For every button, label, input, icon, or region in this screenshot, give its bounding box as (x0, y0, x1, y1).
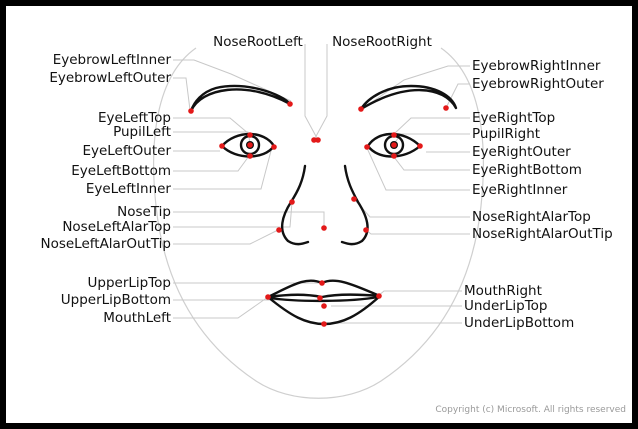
label-nose-right-alar-out-tip: NoseRightAlarOutTip (472, 226, 613, 242)
landmark-pupil-left (247, 142, 253, 148)
landmark-points (188, 101, 449, 327)
diagram-frame: NoseRootLeft NoseRootRight EyebrowLeftIn… (6, 6, 632, 423)
landmark-eyebrow-right-inner (358, 106, 364, 112)
landmark-mouth-left (265, 294, 271, 300)
landmark-eyebrow-left-outer (188, 108, 194, 114)
landmark-eye-right-inner (364, 144, 370, 150)
landmark-nose-right-alar-top (351, 196, 357, 202)
label-nose-left-alar-top: NoseLeftAlarTop (62, 219, 171, 235)
face-outline (154, 48, 484, 398)
label-eyebrow-left-inner: EyebrowLeftInner (53, 52, 172, 68)
label-mouth-right: MouthRight (464, 283, 542, 299)
label-under-lip-top: UnderLipTop (464, 298, 548, 314)
label-eye-right-inner: EyeRightInner (472, 182, 568, 198)
copyright-notice: Copyright (c) Microsoft. All rights rese… (435, 405, 626, 415)
landmark-eye-left-inner (271, 144, 277, 150)
face-landmarks-diagram: NoseRootLeft NoseRootRight EyebrowLeftIn… (6, 6, 632, 423)
landmark-nose-root-right (311, 137, 317, 143)
landmark-under-lip-bottom (321, 321, 327, 327)
label-pupil-right: PupilRight (472, 126, 540, 142)
landmark-upper-lip-top (319, 280, 325, 286)
nose-left-side (282, 166, 308, 244)
label-eye-right-outer: EyeRightOuter (472, 144, 571, 160)
label-nose-tip: NoseTip (117, 204, 171, 220)
landmark-eye-left-bottom (247, 153, 253, 159)
label-eye-left-outer: EyeLeftOuter (82, 143, 171, 159)
landmark-eye-right-bottom (391, 153, 397, 159)
label-eyebrow-right-inner: EyebrowRightInner (472, 58, 601, 74)
label-nose-root-left: NoseRootLeft (213, 34, 303, 50)
right-eyebrow (361, 86, 456, 109)
label-upper-lip-top: UpperLipTop (88, 275, 172, 291)
label-upper-lip-bottom: UpperLipBottom (61, 292, 171, 308)
landmark-eyebrow-left-inner (287, 101, 293, 107)
landmark-under-lip-top (321, 303, 327, 309)
landmark-eyebrow-right-outer (443, 105, 449, 111)
landmark-nose-left-alar-out-tip (276, 227, 282, 233)
label-nose-root-right: NoseRootRight (332, 34, 432, 50)
landmark-mouth-right (376, 293, 382, 299)
landmark-nose-left-alar-top (289, 199, 295, 205)
left-eyebrow (191, 86, 290, 111)
landmark-upper-lip-bottom (317, 295, 323, 301)
label-nose-right-alar-top: NoseRightAlarTop (472, 209, 591, 225)
label-eyebrow-left-outer: EyebrowLeftOuter (49, 70, 171, 86)
landmark-eye-right-top (391, 132, 397, 138)
landmark-nose-right-alar-out-tip (363, 227, 369, 233)
label-under-lip-bottom: UnderLipBottom (464, 315, 574, 331)
landmark-eye-right-outer (417, 143, 423, 149)
label-eye-left-inner: EyeLeftInner (86, 181, 172, 197)
landmark-eye-left-top (247, 132, 253, 138)
label-nose-left-alar-out-tip: NoseLeftAlarOutTip (40, 236, 171, 252)
label-pupil-left: PupilLeft (113, 124, 171, 140)
label-mouth-left: MouthLeft (103, 310, 171, 326)
label-eye-right-top: EyeRightTop (472, 110, 555, 126)
label-eyebrow-right-outer: EyebrowRightOuter (472, 76, 604, 92)
landmark-pupil-right (391, 142, 397, 148)
label-eye-left-bottom: EyeLeftBottom (71, 163, 171, 179)
nose-right-side (342, 166, 368, 244)
label-eye-right-bottom: EyeRightBottom (472, 162, 582, 178)
landmark-nose-tip (321, 225, 327, 231)
landmark-eye-left-outer (219, 143, 225, 149)
